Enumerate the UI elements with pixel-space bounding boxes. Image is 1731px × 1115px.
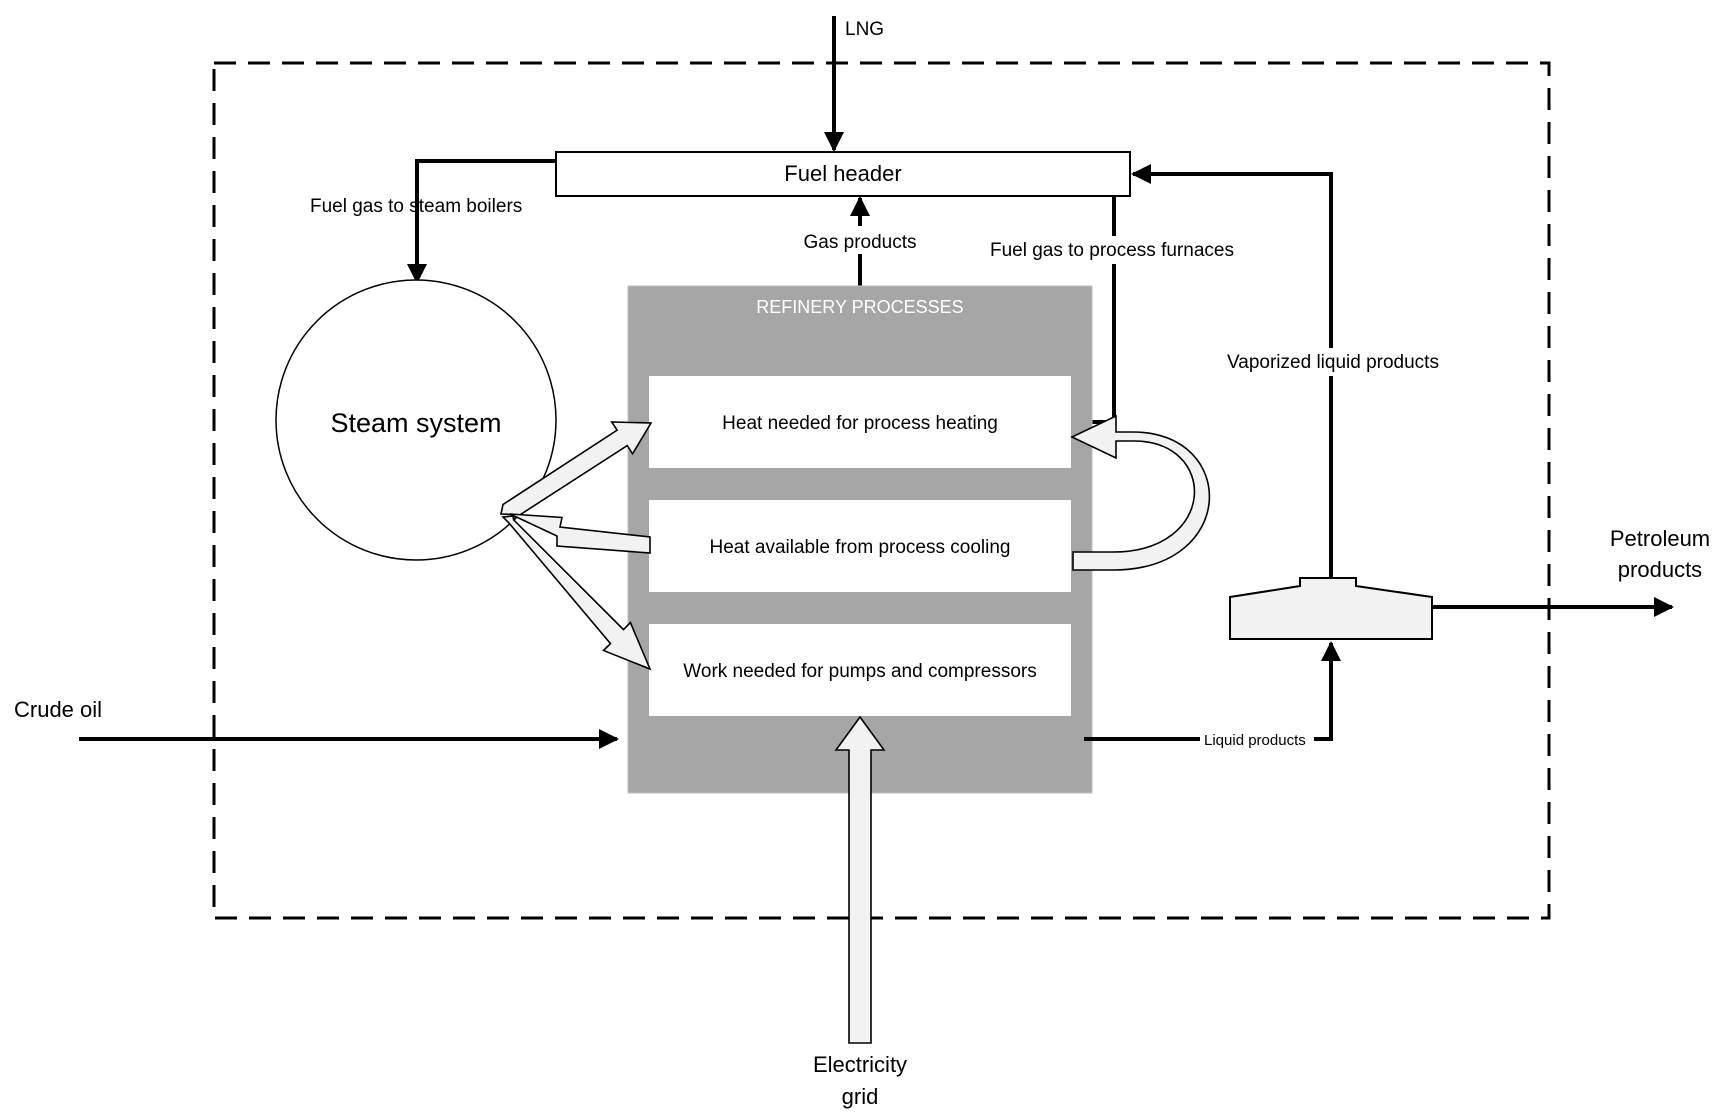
steam-system-circle — [275, 279, 557, 561]
steam-to-work-needed-arrow — [501, 515, 652, 671]
heat-recovery-arrow — [1070, 414, 1211, 571]
lng-label: LNG — [845, 19, 884, 40]
electricity-grid-label-line1: Electricity — [813, 1052, 907, 1077]
steam-to-heat-needed-arrow — [500, 421, 653, 521]
vaporized-liquid-products-line — [1131, 164, 1333, 577]
liquid-products-label: Liquid products — [1204, 732, 1306, 749]
fuel-gas-process-furnaces-label: Fuel gas to process furnaces — [990, 240, 1234, 261]
heat-needed-label: Heat needed for process heating — [722, 413, 998, 434]
separation-tank — [1229, 577, 1433, 640]
petroleum-products-label-line1: Petroleum — [1610, 526, 1710, 551]
heat-available-to-steam-arrow — [509, 513, 651, 554]
heat-available-box — [649, 500, 1071, 592]
gas-products-label: Gas products — [804, 232, 917, 253]
fuel-header-box — [555, 151, 1131, 197]
work-needed-box — [649, 624, 1071, 716]
crude-oil-label: Crude oil — [14, 697, 102, 722]
electricity-grid-label-line2: grid — [842, 1084, 879, 1109]
heat-needed-box — [649, 376, 1071, 468]
fuel-gas-steam-boilers-line — [407, 159, 556, 284]
petroleum-products-label-line2: products — [1618, 557, 1702, 582]
refinery-processes-label: REFINERY PROCESSES — [756, 297, 963, 317]
vaporized-liquid-products-label: Vaporized liquid products — [1227, 352, 1439, 373]
system-boundary — [212, 61, 1551, 920]
work-needed-label: Work needed for pumps and compressors — [683, 661, 1036, 682]
fuel-gas-steam-boilers-label: Fuel gas to steam boilers — [310, 196, 522, 217]
fuel-header-label: Fuel header — [784, 161, 901, 186]
electricity-grid-arrow — [834, 715, 886, 1044]
liquid-products-line — [1084, 641, 1341, 741]
steam-system-label: Steam system — [330, 408, 501, 438]
heat-available-label: Heat available from process cooling — [710, 537, 1011, 558]
